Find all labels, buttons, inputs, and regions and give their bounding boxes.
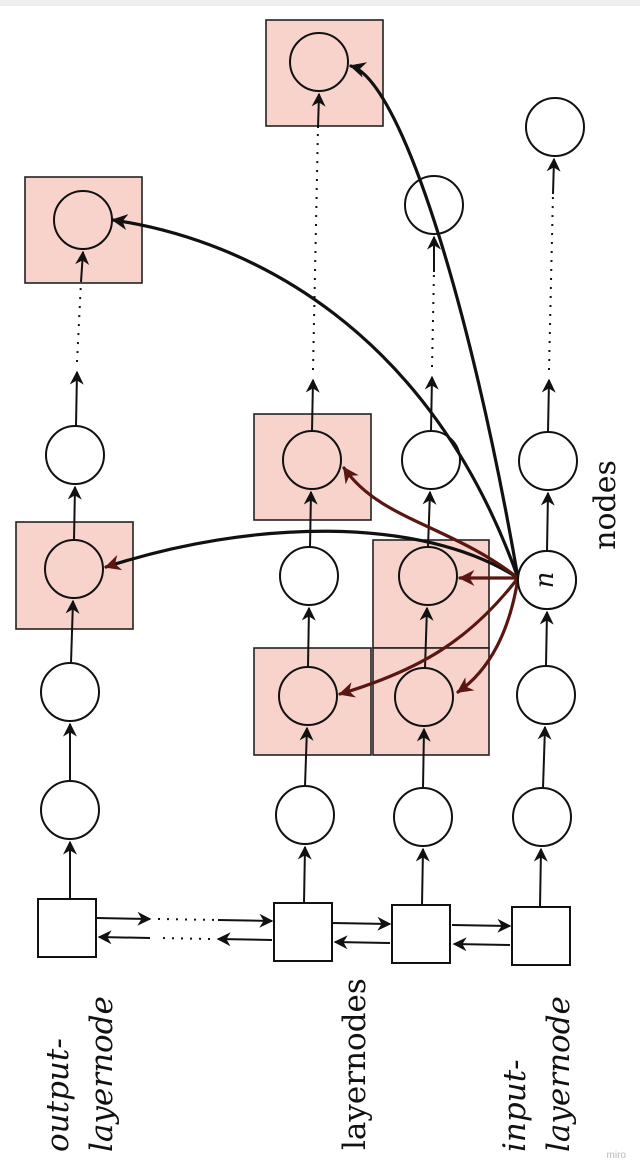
column-input xyxy=(512,97,585,908)
layernode-square xyxy=(391,904,451,964)
influence-arrows xyxy=(104,62,520,698)
node xyxy=(45,425,105,485)
output-layernode-label-line1: output- xyxy=(40,1038,76,1152)
highlight-box xyxy=(372,647,490,756)
node xyxy=(512,787,572,847)
node xyxy=(516,665,576,725)
center-node-label: n xyxy=(530,572,560,589)
input-layernode-label-line2: layernode xyxy=(541,996,577,1152)
node xyxy=(289,32,349,92)
center-node xyxy=(517,550,577,610)
node xyxy=(40,662,100,722)
node xyxy=(393,787,453,847)
input-layernode-label-line1: input- xyxy=(497,1059,533,1152)
node xyxy=(279,546,339,606)
top-bar xyxy=(0,0,640,6)
column-layernode-b xyxy=(393,175,464,906)
node xyxy=(518,431,578,491)
node xyxy=(404,175,464,235)
highlight-box xyxy=(253,647,372,756)
node xyxy=(394,667,454,727)
node xyxy=(525,97,585,157)
column-layernode-a xyxy=(275,32,349,904)
layernode-output-square xyxy=(37,898,97,958)
layernodes-label: layernodes xyxy=(337,978,373,1150)
watermark: miro xyxy=(606,1150,626,1161)
layernode-squares xyxy=(37,898,571,966)
highlight-box xyxy=(24,176,143,284)
output-layernode-label-line2: layernode xyxy=(84,996,120,1152)
node xyxy=(275,785,335,845)
column-output xyxy=(40,190,113,899)
layernode-square xyxy=(273,902,333,962)
node xyxy=(40,780,100,840)
highlight-box xyxy=(265,19,384,127)
nodes-label: nodes xyxy=(588,460,623,550)
highlight-boxes xyxy=(15,19,490,756)
layernode-links xyxy=(96,911,512,952)
layernode-input-square xyxy=(511,906,571,966)
